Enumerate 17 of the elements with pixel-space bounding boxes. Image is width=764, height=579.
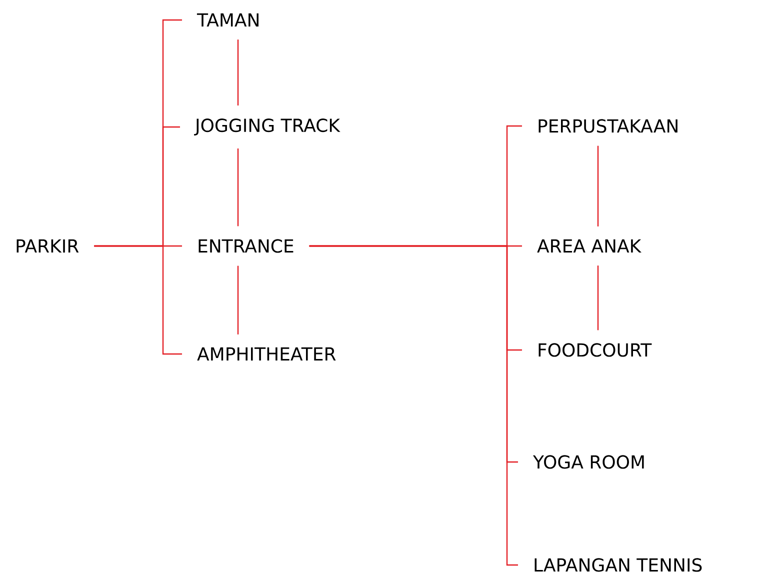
place-label: YOGA ROOM [532,455,644,469]
place-label: PARKIR [16,239,79,253]
place-label: TAMAN [196,13,258,27]
place-label: JOGGING TRACK [194,118,340,136]
connector-line [237,40,239,106]
place-label: PERPUSTAKAAN [538,119,678,133]
place-label: LAPANGAN TENNIS [534,558,702,572]
place-label: AMPHITHEATER [197,347,336,361]
connector-line [237,266,239,334]
connector-line [597,266,599,330]
place-label: ENTRANCE [198,239,294,253]
connector-line [309,245,518,566]
connector-line [94,245,182,355]
connector-line [597,146,599,226]
place-label: FOODCOURT [538,343,652,357]
place-label: AREA ANAK [537,239,642,253]
connector-line [237,148,239,226]
